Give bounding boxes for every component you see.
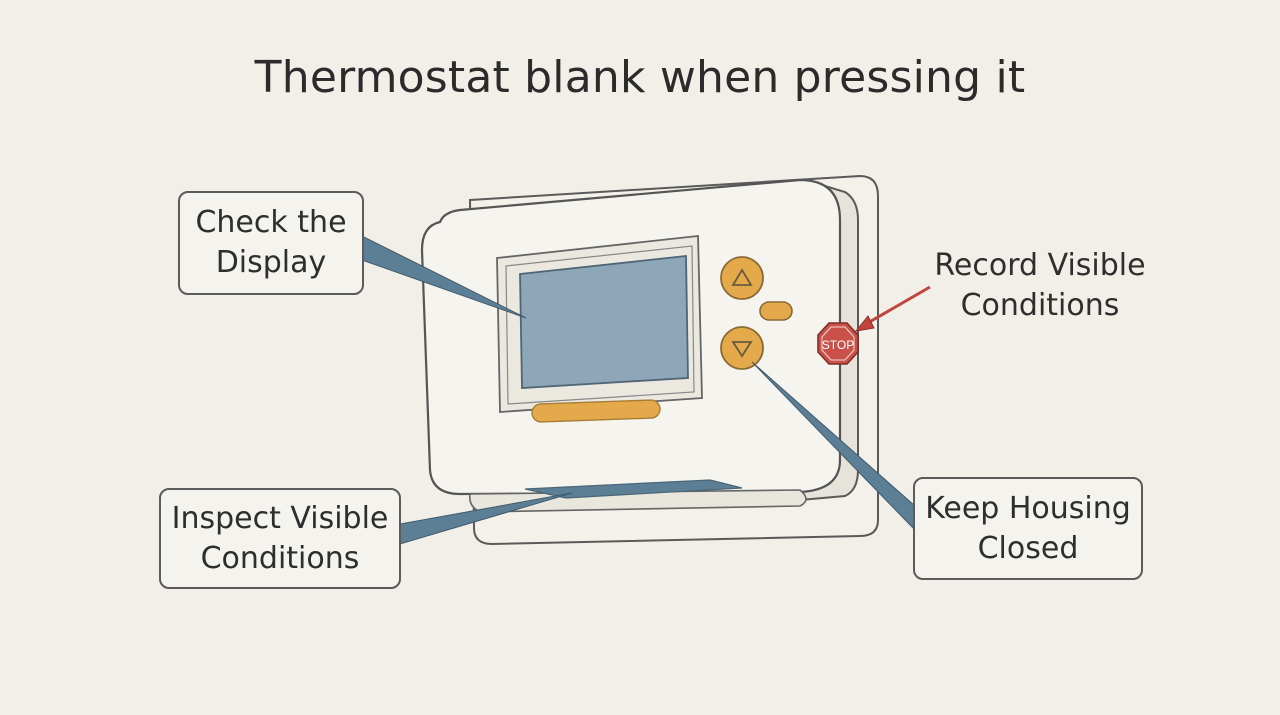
display-bar [531, 399, 661, 423]
callout-keep-closed: Keep Housing Closed [913, 477, 1143, 580]
mode-button [759, 301, 793, 321]
triangle-down-icon [731, 341, 753, 358]
callout-check-display: Check the Display [178, 191, 364, 295]
callout-keep-closed-text: Keep Housing Closed [925, 490, 1131, 566]
callout-inspect-conditions-text: Inspect Visible Conditions [171, 500, 389, 576]
arrow-head-icon [854, 315, 875, 332]
callout-inspect-conditions: Inspect Visible Conditions [159, 488, 401, 589]
label-record-conditions: Record Visible Conditions [934, 248, 1146, 323]
stop-sign-text: STOP [822, 338, 854, 352]
screen-bezel-inner [505, 245, 695, 405]
triangle-up-icon [731, 268, 753, 286]
callout-check-display-text: Check the Display [195, 205, 347, 280]
page-title: Thermostat blank when pressing it [254, 52, 1026, 103]
up-button [720, 256, 764, 300]
arrow-record-conditions [865, 285, 931, 326]
down-button [720, 326, 764, 370]
stop-sign-icon [817, 322, 859, 365]
thermostat-display [519, 254, 689, 389]
stop-sign-inner-border [821, 326, 855, 361]
bottom-vent-slot [524, 479, 743, 499]
